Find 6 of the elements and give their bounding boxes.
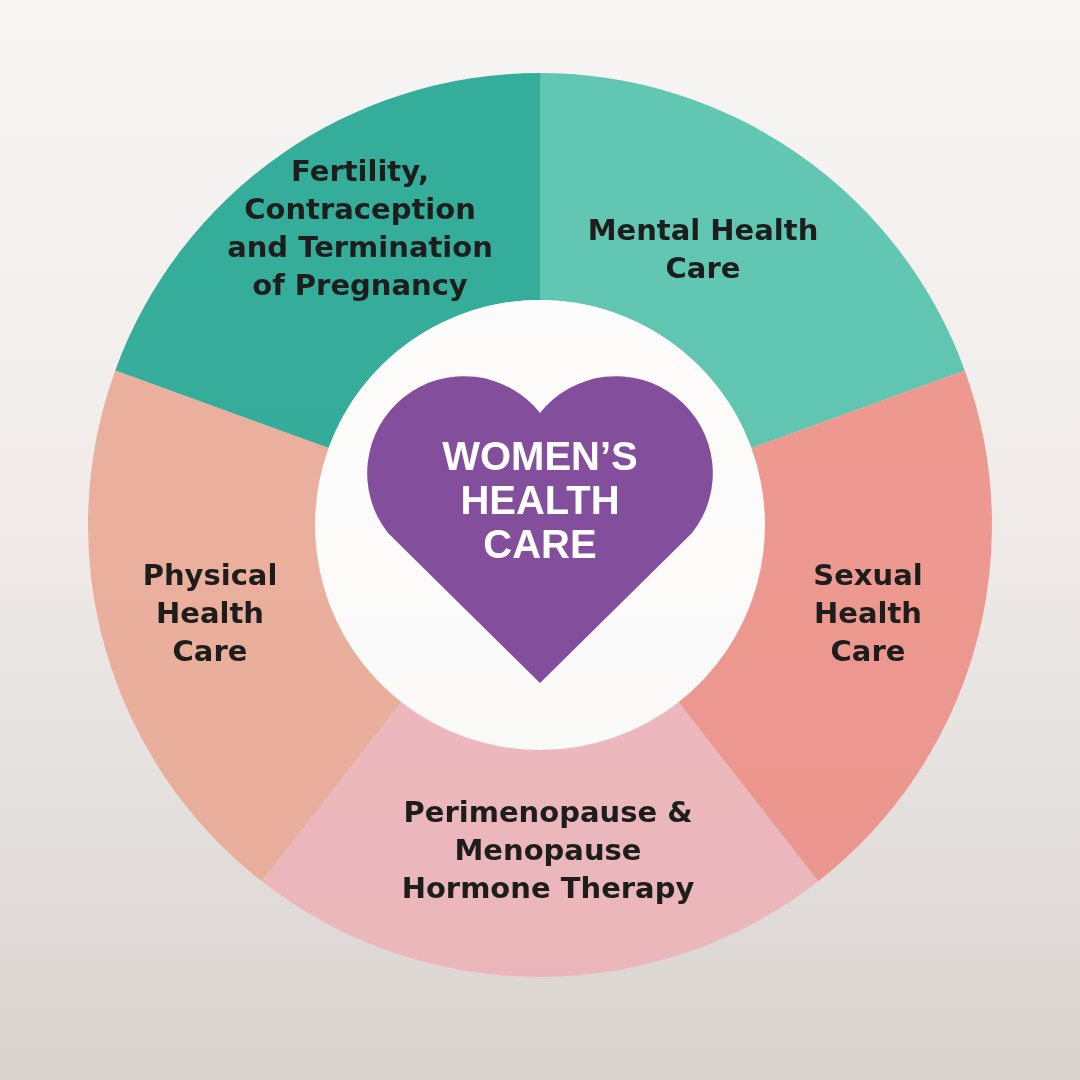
segment-label: Sexual Health Care [812, 557, 924, 670]
heart-label: WOMEN’S HEALTH CARE [441, 434, 639, 566]
segment-label: Physical Health Care [141, 557, 279, 670]
segment-label: Mental Health Care [586, 212, 820, 287]
segment-label: Fertility, Contraception and Termination of Pregnancy [226, 153, 494, 304]
segment-label: Perimenopause & Menopause Hormone Therapy [400, 794, 696, 907]
